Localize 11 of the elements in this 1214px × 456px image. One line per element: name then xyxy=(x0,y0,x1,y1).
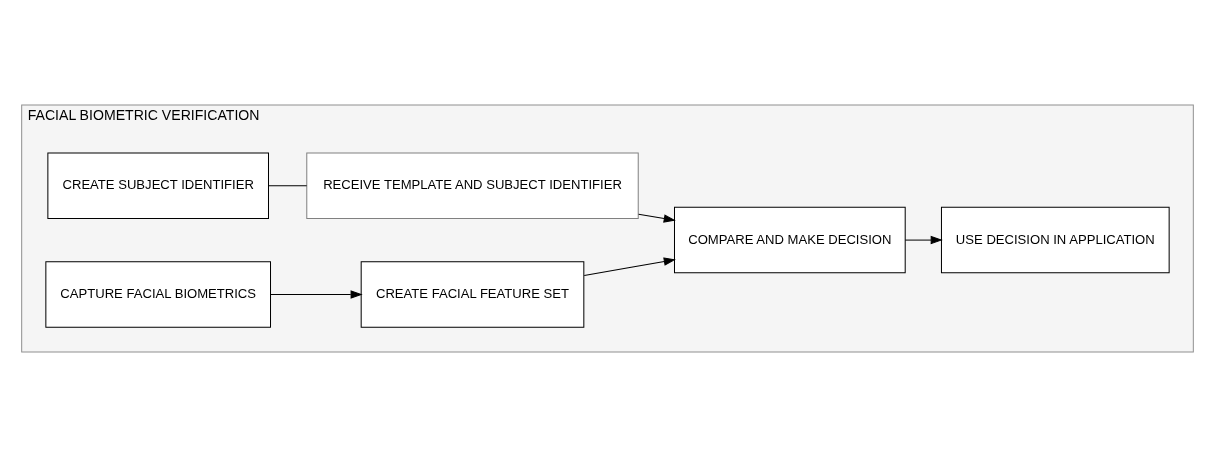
arrow xyxy=(583,256,676,276)
node-box: CAPTURE FACIAL BIOMETRICS xyxy=(44,260,271,328)
node-box: CREATE SUBJECT IDENTIFIER xyxy=(46,151,269,219)
node-box: CREATE FACIAL FEATURE SET xyxy=(360,260,584,328)
node-box: COMPARE AND MAKE DECISION xyxy=(673,206,906,273)
arrow xyxy=(637,213,676,223)
node-box: USE DECISION IN APPLICATION xyxy=(940,206,1170,273)
node-box: RECEIVE TEMPLATE AND SUBJECT IDENTIFIER xyxy=(305,151,639,219)
connector xyxy=(267,184,307,186)
arrow xyxy=(904,235,943,244)
arrow xyxy=(269,289,363,299)
